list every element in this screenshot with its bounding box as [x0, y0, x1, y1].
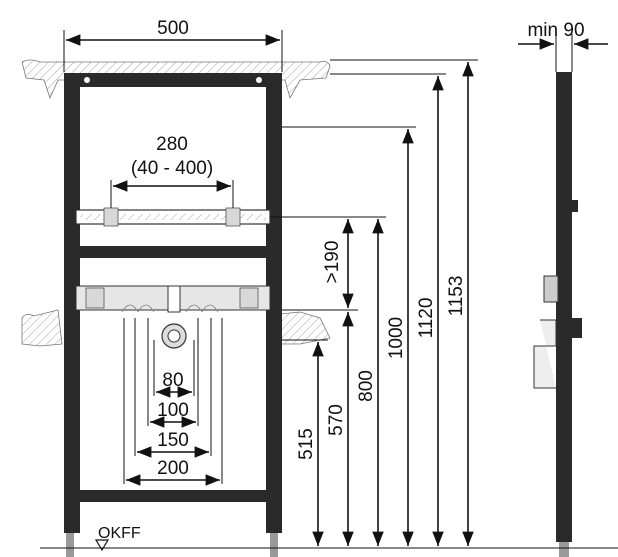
- frame-top-bar: [64, 73, 282, 87]
- dim-gt-190: >190: [322, 219, 354, 308]
- dim-1000: 1000: [386, 129, 414, 546]
- label-min-90: min 90: [527, 20, 584, 41]
- label-150: 150: [157, 430, 189, 451]
- dim-1120: 1120: [416, 76, 444, 546]
- label-570: 570: [326, 404, 347, 436]
- label-515: 515: [296, 428, 317, 460]
- dim-width-500: 500: [63, 18, 283, 72]
- side-view-frame: [533, 72, 582, 557]
- dim-515: 515: [296, 342, 324, 546]
- label-280: 280: [156, 134, 188, 155]
- mid-wall-section: [21, 309, 331, 347]
- dim-min-depth: min 90: [518, 20, 608, 72]
- label-800: 800: [356, 370, 377, 402]
- dim-1153: 1153: [446, 62, 474, 546]
- vertical-extension-lines: [40, 59, 618, 549]
- frame-right-upright: [266, 73, 282, 557]
- frame-left-upright: [64, 73, 80, 557]
- connection-width-dims: 80 100 150 200: [123, 318, 223, 486]
- frame-cross-bar-upper: [80, 246, 266, 258]
- frame-cross-bar-lower: [80, 490, 266, 502]
- label-1120: 1120: [416, 298, 437, 339]
- floor-marker: OKFF: [94, 525, 141, 552]
- label-1153: 1153: [446, 276, 467, 317]
- adjustable-rail: [75, 207, 271, 227]
- dim-rail-span: 280 (40 - 400): [110, 134, 234, 208]
- label-100: 100: [157, 400, 189, 421]
- label-500: 500: [157, 18, 189, 39]
- dim-800: 800: [356, 219, 384, 546]
- label-200: 200: [157, 458, 189, 479]
- fitting-bracket: [75, 285, 271, 349]
- label-okff: OKFF: [98, 525, 141, 542]
- label-80: 80: [162, 370, 183, 391]
- dim-570: 570: [326, 312, 354, 546]
- label-gt-190: >190: [322, 241, 343, 284]
- label-1000: 1000: [386, 317, 407, 359]
- label-40-400: (40 - 400): [131, 158, 213, 179]
